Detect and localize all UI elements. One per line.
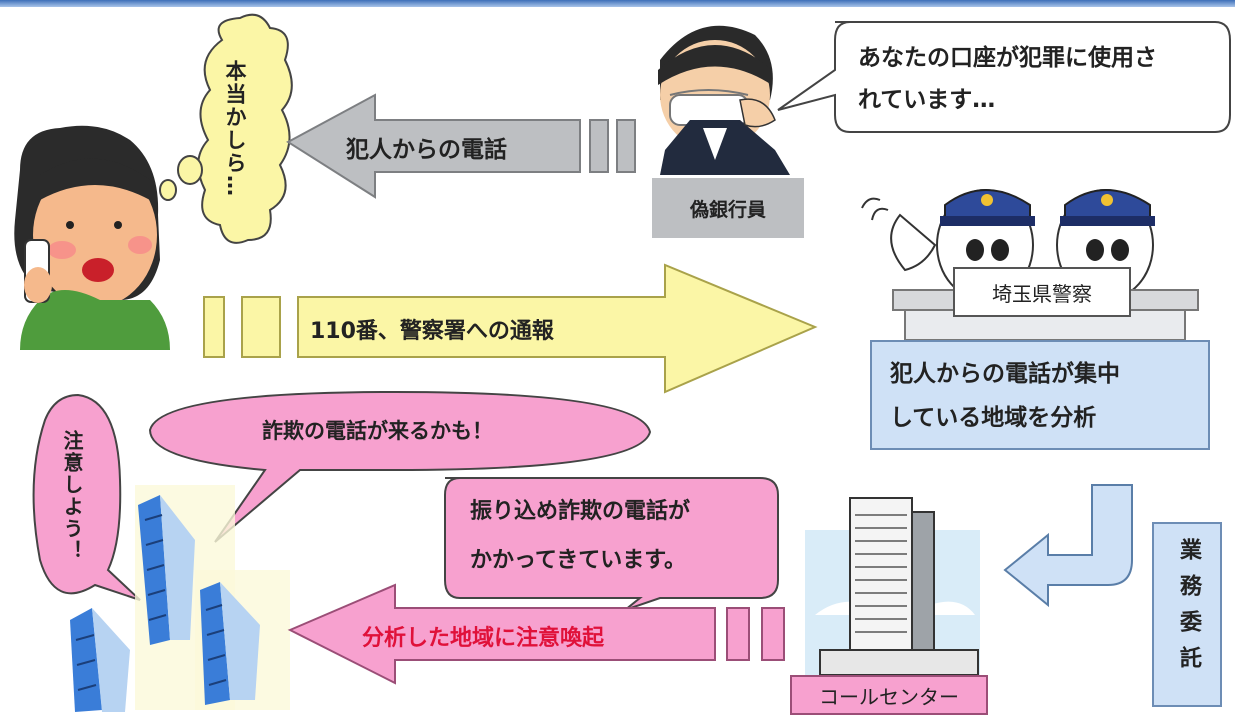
alert-arrow-tail-2 (761, 607, 785, 661)
alert-arrow-label: 分析した地域に注意喚起 (362, 626, 605, 651)
alert-arrow (287, 583, 716, 685)
police-sign: 埼玉県警察 (953, 267, 1131, 317)
outsourcing-box: 業務委託 (1152, 522, 1222, 707)
doubt-thought-text: 本当かしら… (223, 60, 247, 198)
report-arrow-tail-2 (241, 296, 281, 358)
analysis-line1: 犯人からの電話が集中 (890, 361, 1120, 387)
woman-on-phone-illustration (14, 125, 170, 350)
criminal-call-arrow (286, 93, 581, 199)
fake-banker-illustration (658, 25, 790, 175)
callcenter-speech-line2: かかってきています。 (470, 548, 687, 573)
analysis-box: 犯人からの電話が集中 している地域を分析 (870, 340, 1210, 450)
analysis-line2: している地域を分析 (890, 405, 1097, 431)
report-arrow-tail-1 (203, 296, 225, 358)
call-center-building-illustration (805, 497, 980, 680)
criminal-call-arrow-tail-1 (589, 119, 609, 173)
report-arrow (297, 263, 818, 394)
criminal-call-arrow-tail-2 (616, 119, 636, 173)
warning-speech-bubble (148, 390, 652, 543)
warning-speech-text: 詐欺の電話が来るかも！ (262, 419, 493, 443)
warned-city-illustration (70, 485, 290, 712)
thought-cloud (159, 13, 293, 244)
scam-speech-bubble (777, 21, 1231, 133)
outsourcing-label: 業務委託 (1176, 538, 1201, 682)
caution-speech-bubble (32, 393, 141, 601)
alert-arrow-tail-1 (726, 607, 750, 661)
top-banner-stripe (0, 0, 1235, 7)
scam-speech-line1: あなたの口座が犯罪に使用さ (858, 45, 1157, 71)
scam-speech-line2: れています… (858, 87, 996, 113)
criminal-call-arrow-label: 犯人からの電話 (346, 137, 507, 163)
callcenter-speech-line1: 振り込め詐欺の電話が (470, 499, 691, 524)
report-arrow-label: 110番、警察署への通報 (310, 319, 554, 344)
caution-speech-text: 注意しよう！ (60, 430, 84, 562)
fake-banker-label: 偽銀行員 (652, 178, 804, 238)
outsourcing-arrow (1003, 484, 1133, 608)
call-center-label: コールセンター (790, 675, 988, 715)
